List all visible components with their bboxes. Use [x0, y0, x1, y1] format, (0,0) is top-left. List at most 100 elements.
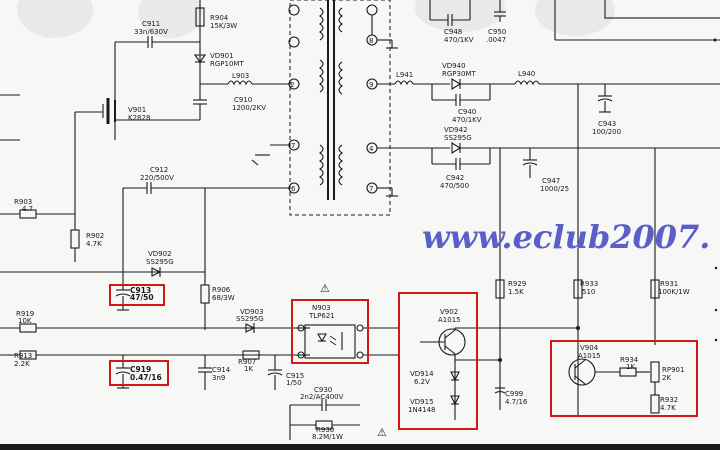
r931-ref: R931: [660, 280, 678, 288]
c930-value: 2n2/AC400V: [300, 393, 344, 401]
r929-value: 1.5K: [508, 288, 524, 296]
n903-highlight-box: [291, 299, 369, 364]
vd901-ref: VD901: [210, 52, 234, 60]
c943-value: 100/200: [592, 128, 621, 136]
c947-value: 1000/25: [540, 185, 569, 193]
top-watermark-shapes: [17, 0, 615, 38]
r934-value: 1K: [626, 363, 635, 371]
vd940-value: RGP30MT: [442, 70, 476, 78]
c943-ref: C943: [598, 120, 616, 128]
l941-ref: L941: [396, 71, 413, 79]
r913-value: 2.2K: [14, 360, 30, 368]
ground-symbol: [251, 154, 270, 166]
r907-ref: R907: [238, 358, 256, 366]
r904-value: 15K/3W: [210, 22, 237, 30]
watermark-text: www.eclub2007.: [422, 218, 710, 256]
c948-ref: C948: [444, 28, 462, 36]
n903-value: TLP621: [308, 312, 335, 320]
c942-ref: C942: [446, 174, 464, 182]
warning-icon: ⚠: [320, 282, 330, 295]
r930-value: 8.2M/1W: [312, 433, 343, 441]
vd902-ref: VD902: [148, 250, 172, 258]
c912-value: 220/500V: [140, 174, 174, 182]
c919-ref: C919: [130, 365, 151, 374]
c914-value: 3n9: [212, 374, 225, 382]
v904-highlight-box: [550, 340, 698, 417]
v904-value: A1015: [578, 352, 601, 360]
c914-ref: C914: [212, 366, 231, 374]
c950-value: .0047: [486, 36, 506, 44]
vd901-value: RGP10MT: [210, 60, 244, 68]
r906-ref: R906: [212, 286, 231, 294]
transformer-pin-label: 7: [369, 185, 373, 193]
r933-value: 510: [582, 288, 595, 296]
r929-ref: R929: [508, 280, 526, 288]
l903-ref: L903: [232, 72, 249, 80]
transformer-pin-label: 7: [291, 142, 295, 150]
c910-value: 1200/2KV: [232, 104, 266, 112]
transformer-pin-label: 4: [369, 145, 374, 153]
vd915-ref: VD915: [410, 398, 434, 406]
transformer-outline: [289, 0, 391, 216]
c999-ref: C999: [505, 390, 523, 398]
l940-ref: L940: [518, 70, 535, 78]
r913-ref: R913: [14, 352, 32, 360]
r932-ref: R932: [660, 396, 678, 404]
c910-ref: C910: [234, 96, 252, 104]
rp901-value: 2K: [662, 374, 671, 382]
v902-highlight-box: [398, 292, 478, 430]
c999-value: 4.7/16: [505, 398, 528, 406]
v904-ref: V904: [580, 344, 599, 352]
vd940-ref: VD940: [442, 62, 466, 70]
c912-ref: C912: [150, 166, 168, 174]
transformer-pin-label: 6: [291, 185, 296, 193]
v901-value: K2828: [128, 114, 150, 122]
c940-ref: C940: [458, 108, 476, 116]
vd903-ref: VD903: [240, 308, 264, 316]
v901-ref: V901: [128, 106, 146, 114]
c948-value: 470/1KV: [444, 36, 474, 44]
c919-value: 0.47/16: [130, 373, 162, 382]
c915-ref: C915: [286, 372, 304, 380]
vd903-value: SS295G: [236, 315, 264, 323]
c930-ref: C930: [314, 386, 332, 394]
r934-ref: R934: [620, 356, 639, 364]
c950-ref: C950: [488, 28, 506, 36]
r907-value: 1K: [244, 365, 253, 373]
vd942-ref: VD942: [444, 126, 468, 134]
rp901-ref: RP901: [662, 366, 684, 374]
c911-value: 33n/630V: [134, 28, 168, 36]
r906-value: 68/3W: [212, 294, 235, 302]
warning-icon: ⚠: [377, 426, 387, 439]
vd914-ref: VD914: [410, 370, 434, 378]
r904-ref: R904: [210, 14, 229, 22]
c913-highlight-box: [109, 284, 165, 306]
vd914-value: 6.2V: [414, 378, 430, 386]
r902-value: 4.7K: [86, 240, 102, 248]
c913-ref: C913: [130, 286, 151, 295]
r919-ref: R919: [16, 310, 34, 318]
transformer-pin-label: 9: [369, 81, 373, 89]
c947-ref: C947: [542, 177, 560, 185]
c913-value: 47/50: [130, 293, 154, 302]
v902-ref: V902: [440, 308, 458, 316]
r933-ref: R933: [580, 280, 598, 288]
transformer-pin-label: 8: [369, 37, 373, 45]
c911-ref: C911: [142, 20, 160, 28]
c940-value: 470/1KV: [452, 116, 482, 124]
transformer-pin-label: 2: [290, 81, 294, 89]
r903-ref: R903: [14, 198, 32, 206]
r932-value: 4.7K: [660, 404, 676, 412]
r930-ref: R930: [316, 426, 334, 434]
vd942-value: SS295G: [444, 134, 472, 142]
r902-ref: R902: [86, 232, 104, 240]
vd902-value: SS295G: [146, 258, 174, 266]
bottom-border: [0, 444, 720, 450]
n903-ref: N903: [312, 304, 331, 312]
r903-value: 4.7: [22, 205, 33, 213]
r931-value: 100K/1W: [658, 288, 690, 296]
connector-box: [604, 0, 720, 19]
c915-value: 1/50: [286, 379, 302, 387]
